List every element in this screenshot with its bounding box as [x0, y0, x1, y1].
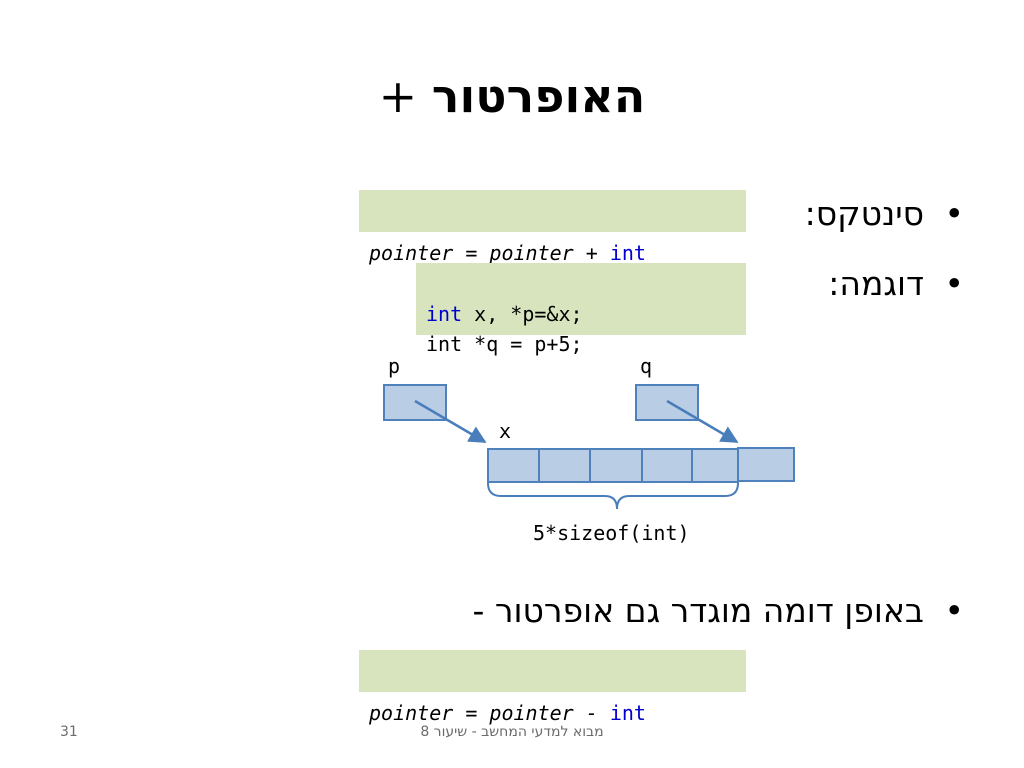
label-q: q	[640, 354, 652, 378]
bullet-dot: •	[944, 264, 964, 303]
arrow-p-to-x	[414, 399, 487, 444]
footer-course: מבוא למדעי המחשב - שיעור 8	[420, 724, 604, 740]
bullet-similarly: • באופן דומה מוגדר גם אופרטור -	[472, 589, 964, 633]
code-syntax-minus-keyword: int	[609, 701, 646, 725]
bullet-syntax: • סינטקס:	[805, 192, 964, 236]
footer-page-number: 31	[60, 724, 78, 740]
array-cell-5	[737, 447, 795, 482]
bullet-syntax-text: סינטקס:	[804, 194, 924, 233]
title-text: האופרטור	[431, 69, 646, 123]
code-example-line-1-rest: x, *p=&x;	[462, 302, 583, 326]
bullet-example: • דוגמה:	[828, 262, 964, 306]
brace-label: 5*sizeof(int)	[533, 521, 690, 545]
code-example-line-2: int *q = p+5;	[426, 332, 583, 356]
code-syntax-minus: pointer = pointer - int	[359, 650, 746, 725]
code-syntax-plus: pointer = pointer + int	[359, 190, 746, 265]
array-cell-3	[641, 448, 693, 483]
code-syntax-plus-keyword: int	[609, 241, 646, 265]
bullet-dot: •	[944, 591, 964, 630]
array-cell-4	[691, 448, 739, 483]
bullet-similarly-text: באופן דומה מוגדר גם אופרטור -	[472, 591, 924, 630]
slide-title: + האופרטור	[0, 66, 1024, 126]
array-cell-2	[589, 448, 643, 483]
bullet-dot: •	[944, 194, 964, 233]
arrow-q-to-x5	[666, 399, 739, 444]
bullet-example-text: דוגמה:	[828, 264, 924, 303]
size-brace	[487, 482, 739, 510]
label-x: x	[499, 419, 511, 443]
array-cell-0	[487, 448, 540, 483]
array-cell-1	[538, 448, 591, 483]
code-example-keyword: int	[426, 302, 463, 326]
code-syntax-plus-expr: pointer = pointer +	[369, 241, 610, 265]
title-plus: +	[378, 69, 418, 123]
code-example-line-1: int x, *p=&x;	[426, 299, 736, 329]
code-syntax-minus-expr: pointer = pointer -	[369, 701, 610, 725]
label-p: p	[388, 354, 400, 378]
code-example: int x, *p=&x; int *q = p+5;	[416, 263, 746, 356]
